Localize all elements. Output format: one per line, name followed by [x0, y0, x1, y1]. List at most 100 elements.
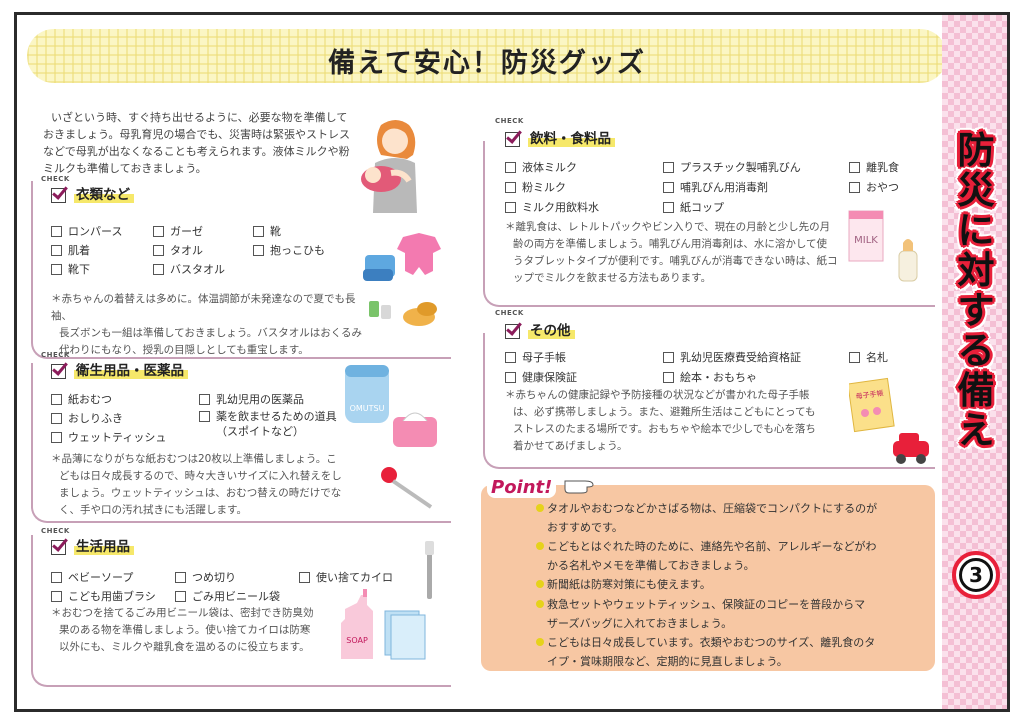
checklist-item[interactable]: おやつ — [849, 179, 899, 195]
checkbox[interactable] — [153, 244, 164, 256]
checklist-item[interactable]: ベビーソープ — [51, 569, 133, 585]
checkbox[interactable] — [51, 225, 62, 237]
section-clothing-header: 衣類など — [51, 183, 134, 203]
check-tag: CHECK — [41, 175, 70, 183]
milk-label: MILK — [854, 235, 878, 246]
checklist-item[interactable]: 粉ミルク — [505, 179, 566, 195]
bullet-icon — [536, 600, 544, 608]
checkbox[interactable] — [153, 263, 164, 275]
page-frame: 備えて安心！防災グッズ 防 災 に 対 す る 備 え 3 いざという時、すぐ持… — [14, 12, 1010, 712]
checkbox[interactable] — [505, 351, 516, 363]
checkbox[interactable] — [51, 431, 62, 443]
note-line: ストレスのたまる場所です。おもちゃや絵本で少しでも心を落ち — [513, 423, 816, 435]
checkbox[interactable] — [663, 161, 674, 173]
point-item: こどもは日々成長しています。衣類やおむつのサイズ、離乳食のタ イプ・賞味期限など… — [536, 633, 923, 671]
point-box: Point! タオルやおむつなどかさばる物は、圧縮袋でコンパクトにするのが おす… — [481, 477, 935, 671]
checklist-item[interactable]: ウェットティッシュ — [51, 429, 166, 445]
section-other — [483, 333, 935, 469]
note-line: ＊赤ちゃんの健康記録や予防接種の状況などが書かれた母子手帳 — [505, 389, 810, 401]
section-daily-header: 生活用品 — [51, 535, 134, 555]
checkbox[interactable] — [51, 244, 62, 256]
checkbox[interactable] — [199, 411, 210, 422]
item-label: ミルク用飲料水 — [522, 201, 599, 214]
checkbox[interactable] — [849, 161, 860, 173]
item-label: ロンパース — [68, 225, 123, 238]
checklist-item[interactable]: 乳幼児用の医薬品 — [199, 391, 304, 407]
checkbox[interactable] — [253, 225, 264, 237]
checklist-item[interactable]: 液体ミルク — [505, 159, 577, 175]
mother-child-handbook-illustration: 母子手帳 — [849, 377, 929, 464]
checkbox[interactable] — [51, 412, 62, 424]
checkbox[interactable] — [663, 371, 674, 383]
note-line: どもは日々成長するので、時々大きいサイズに入れ替えをし — [59, 470, 342, 482]
item-label: 紙おむつ — [68, 393, 112, 406]
checkbox[interactable] — [505, 371, 516, 383]
checklist-item[interactable]: ロンパース — [51, 223, 122, 239]
note-line: 長ズボンも一組は準備しておきましょう。バスタオルはおくるみ — [59, 327, 363, 339]
checkbox[interactable] — [175, 571, 186, 583]
intro-line: ミルクも準備しておきましょう。 — [43, 162, 207, 175]
checkbox[interactable] — [175, 590, 186, 602]
item-label: こども用歯ブラシ — [68, 590, 156, 603]
checkbox[interactable] — [663, 181, 674, 193]
side-title-char: 対 — [957, 249, 995, 292]
checklist-item[interactable]: こども用歯ブラシ — [51, 588, 156, 604]
checklist-item[interactable]: 乳幼児医療費受給資格証 — [663, 349, 801, 365]
checklist-item[interactable]: 名札 — [849, 349, 888, 365]
checklist-item[interactable]: つめ切り — [175, 569, 236, 585]
note-line: ましょう。ウェットティッシュは、おむつ替えの時だけでな — [59, 487, 342, 499]
check-icon — [505, 324, 520, 339]
intro-line: いざという時、すぐ持ち出せるように、必要な物を準備して — [51, 111, 348, 124]
note-line: は、必ず携帯しましょう。また、避難所生活はこどもにとっても — [513, 406, 816, 418]
checkbox[interactable] — [849, 351, 860, 363]
checklist-item[interactable]: 使い捨てカイロ — [299, 569, 393, 585]
note-line: 齢の両方を準備しましょう。哺乳びん用消毒剤は、水に溶かして使 — [513, 238, 828, 250]
item-label: 抱っこひも — [270, 244, 325, 257]
checklist-item[interactable]: 抱っこひも — [253, 242, 325, 258]
checkbox[interactable] — [849, 181, 860, 193]
checklist-item[interactable]: 紙おむつ — [51, 391, 112, 407]
checklist-item[interactable]: 絵本・おもちゃ — [663, 369, 757, 385]
section-title: 衣類など — [74, 183, 134, 203]
checkbox[interactable] — [299, 571, 310, 583]
checklist-item[interactable]: 健康保険証 — [505, 369, 577, 385]
section-daily — [31, 535, 451, 687]
checklist-item[interactable]: ごみ用ビニール袋 — [175, 588, 280, 604]
checklist-item[interactable]: 肌着 — [51, 242, 90, 258]
checkbox[interactable] — [51, 263, 62, 275]
point-line: おすすめです。 — [547, 521, 623, 534]
section-title: 飲料・食料品 — [528, 127, 615, 147]
checklist-item[interactable]: ガーゼ — [153, 223, 203, 239]
section-food-header: 飲料・食料品 — [505, 127, 615, 147]
checkbox[interactable] — [505, 181, 516, 193]
checklist-item[interactable]: 紙コップ — [663, 199, 724, 215]
checklist-item[interactable]: 靴下 — [51, 261, 90, 277]
side-title-char: に — [957, 209, 995, 252]
checklist-item[interactable]: プラスチック製哺乳びん — [663, 159, 801, 175]
checklist-item[interactable]: 哺乳びん用消毒剤 — [663, 179, 768, 195]
checkbox[interactable] — [505, 201, 516, 213]
checkbox[interactable] — [51, 393, 62, 405]
checkbox[interactable] — [253, 244, 264, 256]
checkbox[interactable] — [51, 590, 62, 602]
checkbox[interactable] — [663, 201, 674, 213]
intro-text: いざという時、すぐ持ち出せるように、必要な物を準備して おきましょう。母乳育児の… — [43, 109, 363, 177]
checklist-item[interactable]: ミルク用飲料水 — [505, 199, 599, 215]
checklist-item[interactable]: 母子手帳 — [505, 349, 566, 365]
checklist-item[interactable]: 靴 — [253, 223, 281, 239]
checklist-item[interactable]: 薬を飲ませるための道具（スポイトなど） — [199, 409, 337, 439]
bullet-icon — [536, 542, 544, 550]
checkbox[interactable] — [663, 351, 674, 363]
checklist-item[interactable]: タオル — [153, 242, 203, 258]
note-line: うタブレットタイプが便利です。哺乳びんが消毒できない時は、紙コ — [513, 255, 838, 267]
checkbox[interactable] — [505, 161, 516, 173]
check-icon — [51, 540, 66, 555]
section-note: ＊おむつを捨てるごみ用ビニール袋は、密封でき防臭効 果のある物を準備しましょう。… — [51, 605, 351, 656]
checklist-item[interactable]: バスタオル — [153, 261, 225, 277]
checkbox[interactable] — [51, 571, 62, 583]
checkbox[interactable] — [199, 393, 210, 405]
checkbox[interactable] — [153, 225, 164, 237]
item-label: おしりふき — [68, 412, 123, 425]
checklist-item[interactable]: おしりふき — [51, 410, 123, 426]
checklist-item[interactable]: 離乳食 — [849, 159, 899, 175]
